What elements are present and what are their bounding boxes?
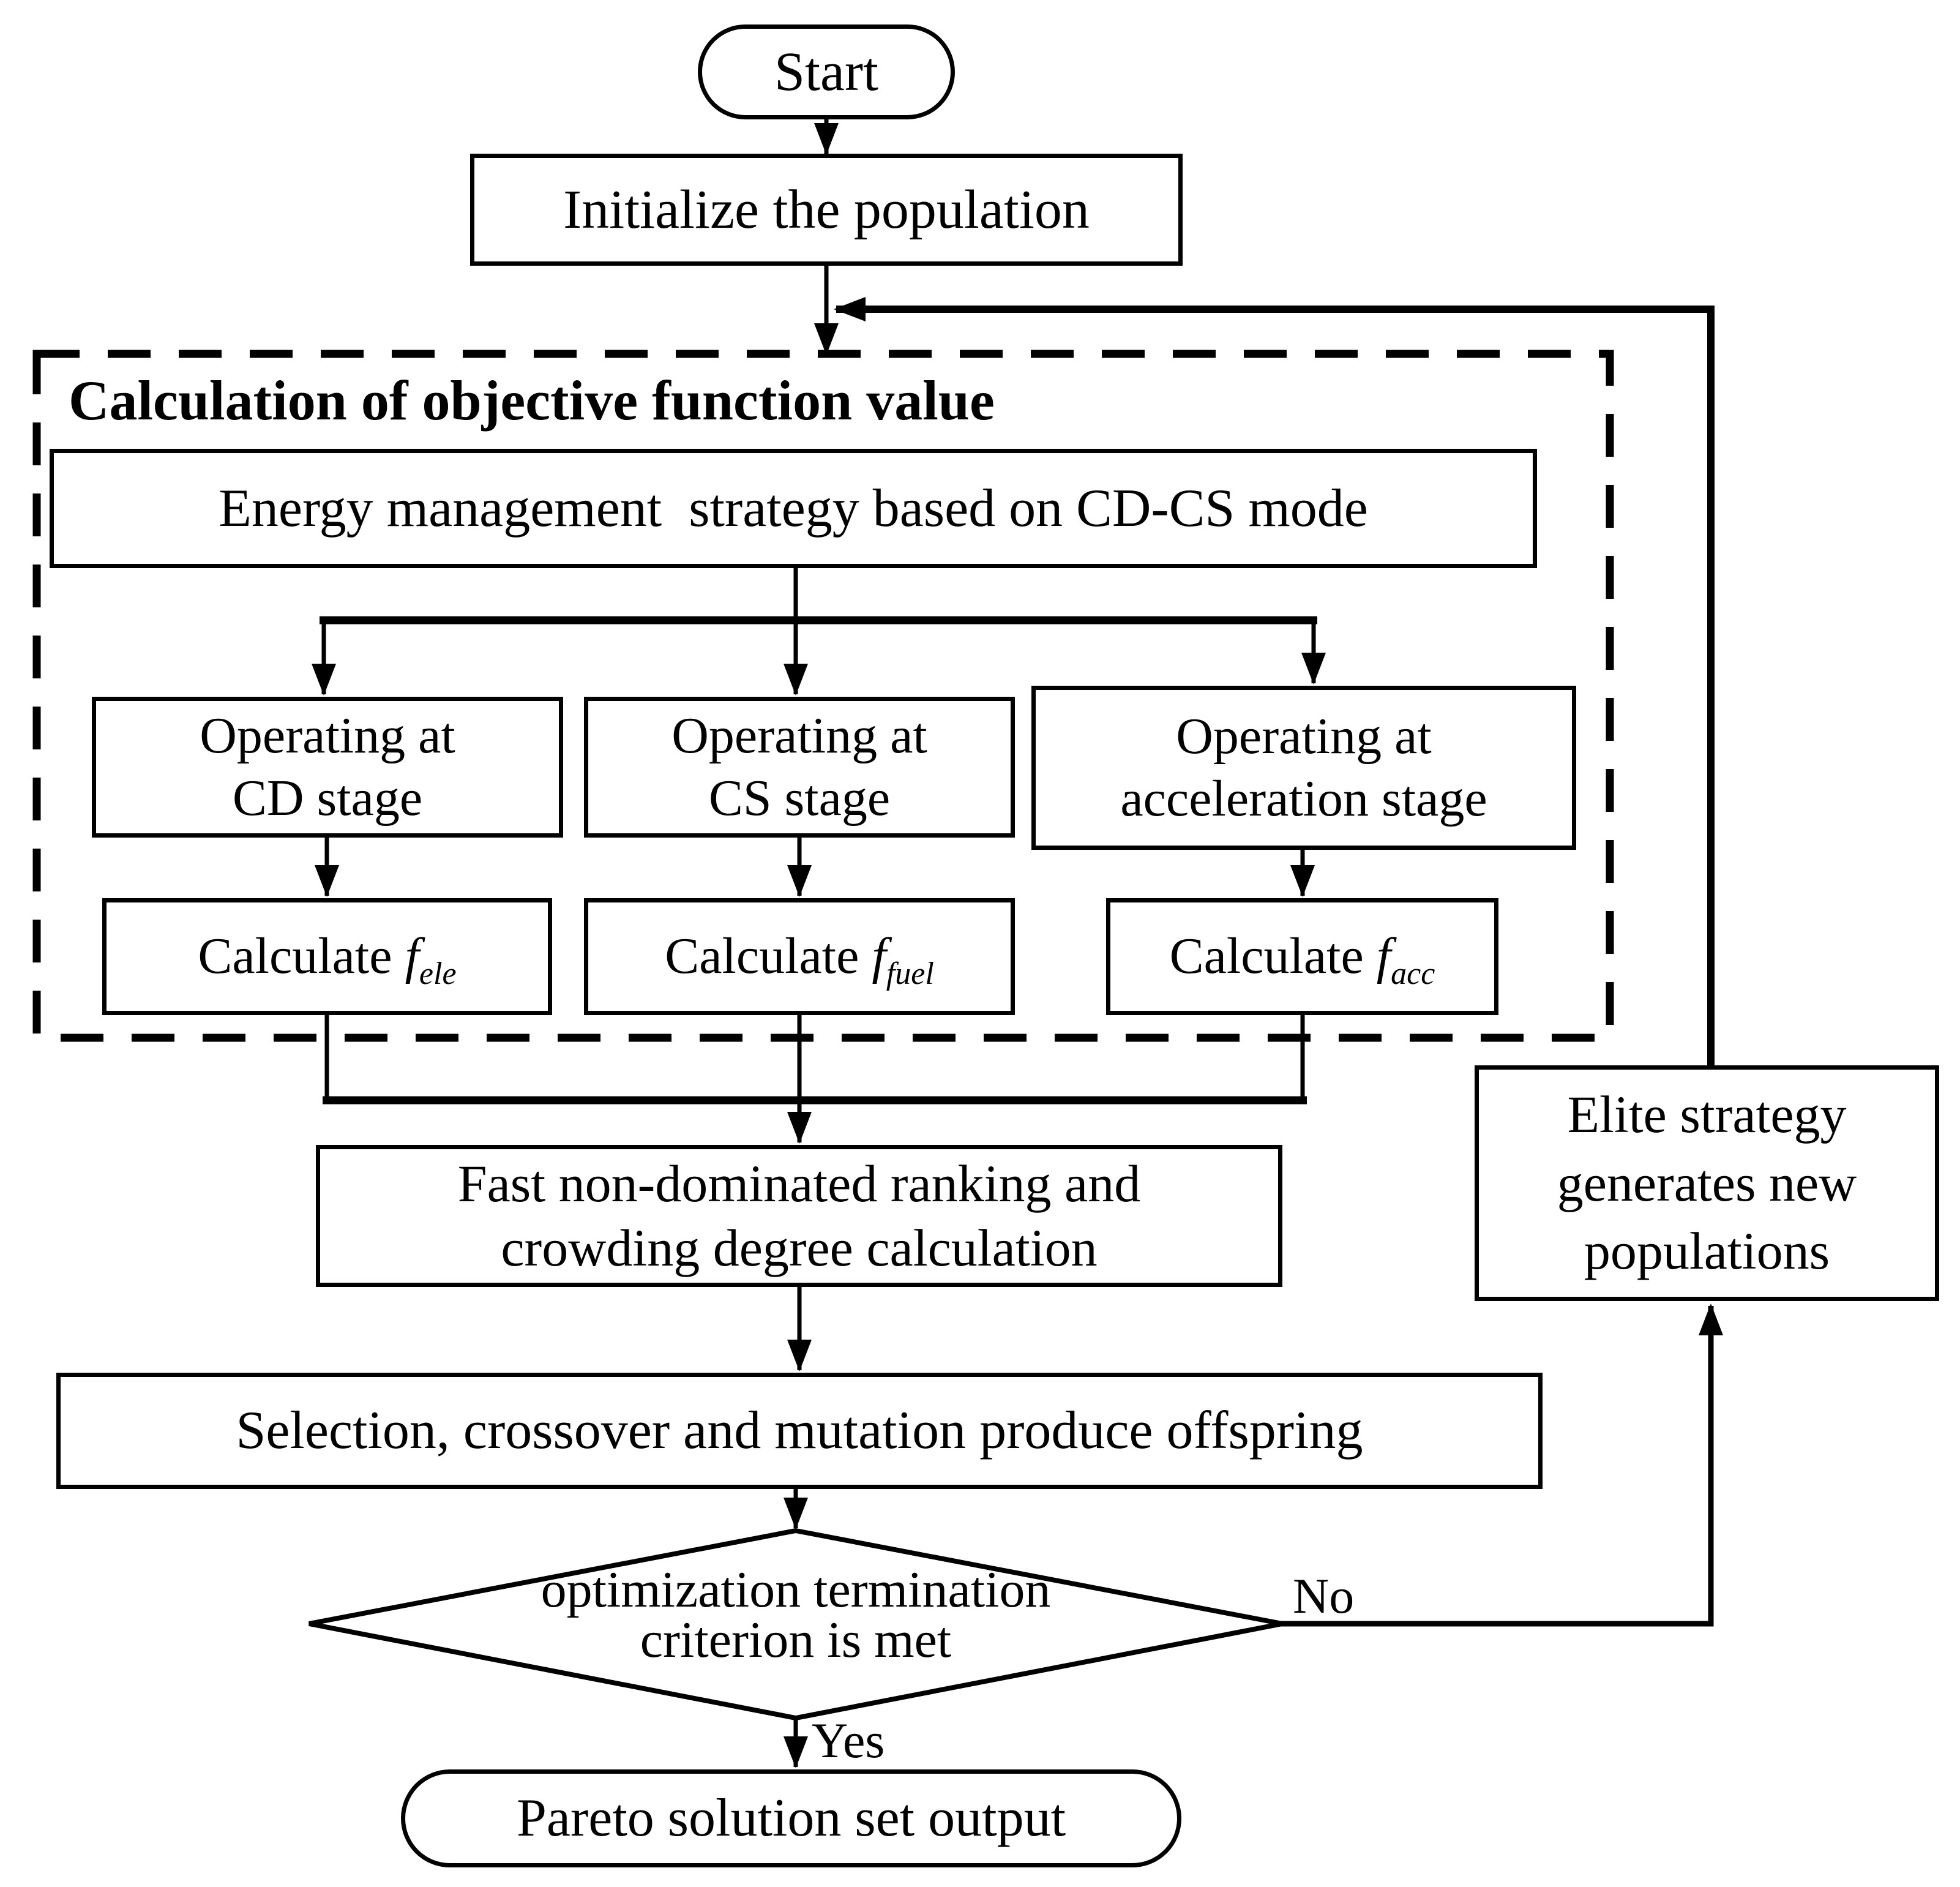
f-symbol: f	[1376, 928, 1391, 985]
calculate-ffuel-node: Calculate ffuel	[584, 898, 1015, 1015]
arrowheads	[312, 123, 1723, 1768]
elite-line3: populations	[1584, 1221, 1830, 1281]
calculate-ffuel-label: Calculate ffuel	[665, 925, 934, 992]
operating-cd-node: Operating at CD stage	[92, 697, 563, 838]
operating-cs-node: Operating at CS stage	[584, 697, 1015, 838]
arrowhead-icon	[814, 323, 839, 355]
arrowhead-icon	[814, 123, 839, 155]
objective-group-title: Calculation of objective function value	[69, 369, 995, 432]
edge-no-elite	[1279, 1306, 1714, 1627]
f-subscript: acc	[1391, 956, 1435, 992]
operating-acceleration-line1: Operating at	[1176, 707, 1432, 765]
operating-acceleration-node: Operating at acceleration stage	[1031, 686, 1576, 850]
arrowhead-icon	[784, 1736, 808, 1768]
calculate-prefix: Calculate	[1169, 928, 1377, 985]
calculate-facc-label: Calculate facc	[1169, 925, 1435, 992]
fast-ranking-node: Fast non-dominated ranking and crowding …	[316, 1145, 1282, 1287]
f-symbol: f	[405, 928, 419, 985]
initialize-label: Initialize the population	[563, 179, 1090, 240]
f-subscript: ele	[419, 956, 457, 992]
arrowhead-icon	[1699, 1304, 1723, 1335]
energy-strategy-node: Energy management strategy based on CD-C…	[50, 449, 1537, 568]
operating-cs-line2: CS stage	[708, 770, 891, 827]
operating-cs-line1: Operating at	[671, 707, 927, 764]
arrowhead-icon	[787, 1340, 812, 1371]
yes-edge-label: Yes	[812, 1713, 885, 1768]
arrowhead-icon	[787, 865, 812, 897]
decision-line1: optimization termination	[540, 1561, 1051, 1618]
start-label: Start	[774, 41, 878, 102]
calculate-facc-node: Calculate facc	[1106, 898, 1498, 1015]
arrowhead-icon	[312, 664, 336, 696]
arrowhead-icon	[1301, 653, 1326, 685]
pareto-output-label: Pareto solution set output	[516, 1788, 1066, 1848]
arrowhead-icon	[784, 664, 808, 696]
elite-line2: generates new	[1557, 1153, 1857, 1212]
operating-cd-line2: CD stage	[232, 770, 423, 827]
edge-elite-loopback	[836, 306, 1715, 1065]
operating-acceleration-line2: acceleration stage	[1120, 770, 1487, 827]
no-edge-label: No	[1293, 1568, 1355, 1624]
f-symbol: f	[872, 928, 886, 985]
arrowhead-icon	[834, 297, 866, 321]
calculate-prefix: Calculate	[198, 928, 405, 985]
arrowhead-icon	[315, 865, 339, 897]
energy-strategy-label: Energy management strategy based on CD-C…	[219, 478, 1368, 538]
pareto-output-node: Pareto solution set output	[401, 1769, 1181, 1867]
selection-node: Selection, crossover and mutation produc…	[56, 1373, 1543, 1489]
f-subscript: fuel	[886, 956, 934, 992]
arrowhead-icon	[787, 1112, 812, 1144]
initialize-node: Initialize the population	[470, 154, 1183, 266]
arrowhead-icon	[784, 1498, 808, 1529]
calculate-fele-label: Calculate fele	[198, 925, 457, 992]
fast-ranking-line2: crowding degree calculation	[501, 1218, 1098, 1277]
calculate-fele-node: Calculate fele	[102, 898, 552, 1015]
fast-ranking-line1: Fast non-dominated ranking and	[457, 1154, 1141, 1214]
start-node: Start	[698, 24, 955, 119]
decision-label: optimization termination criterion is me…	[398, 1561, 1194, 1669]
arrowhead-icon	[1290, 865, 1315, 897]
objective-group-dashed-border	[32, 350, 1614, 1042]
selection-label: Selection, crossover and mutation produc…	[236, 1401, 1363, 1461]
elite-line1: Elite strategy	[1567, 1084, 1847, 1144]
calculate-prefix: Calculate	[665, 928, 872, 985]
decision-line2: criterion is met	[640, 1611, 952, 1669]
elite-strategy-node: Elite strategy generates new populations	[1475, 1065, 1939, 1301]
operating-cd-line1: Operating at	[200, 707, 455, 764]
